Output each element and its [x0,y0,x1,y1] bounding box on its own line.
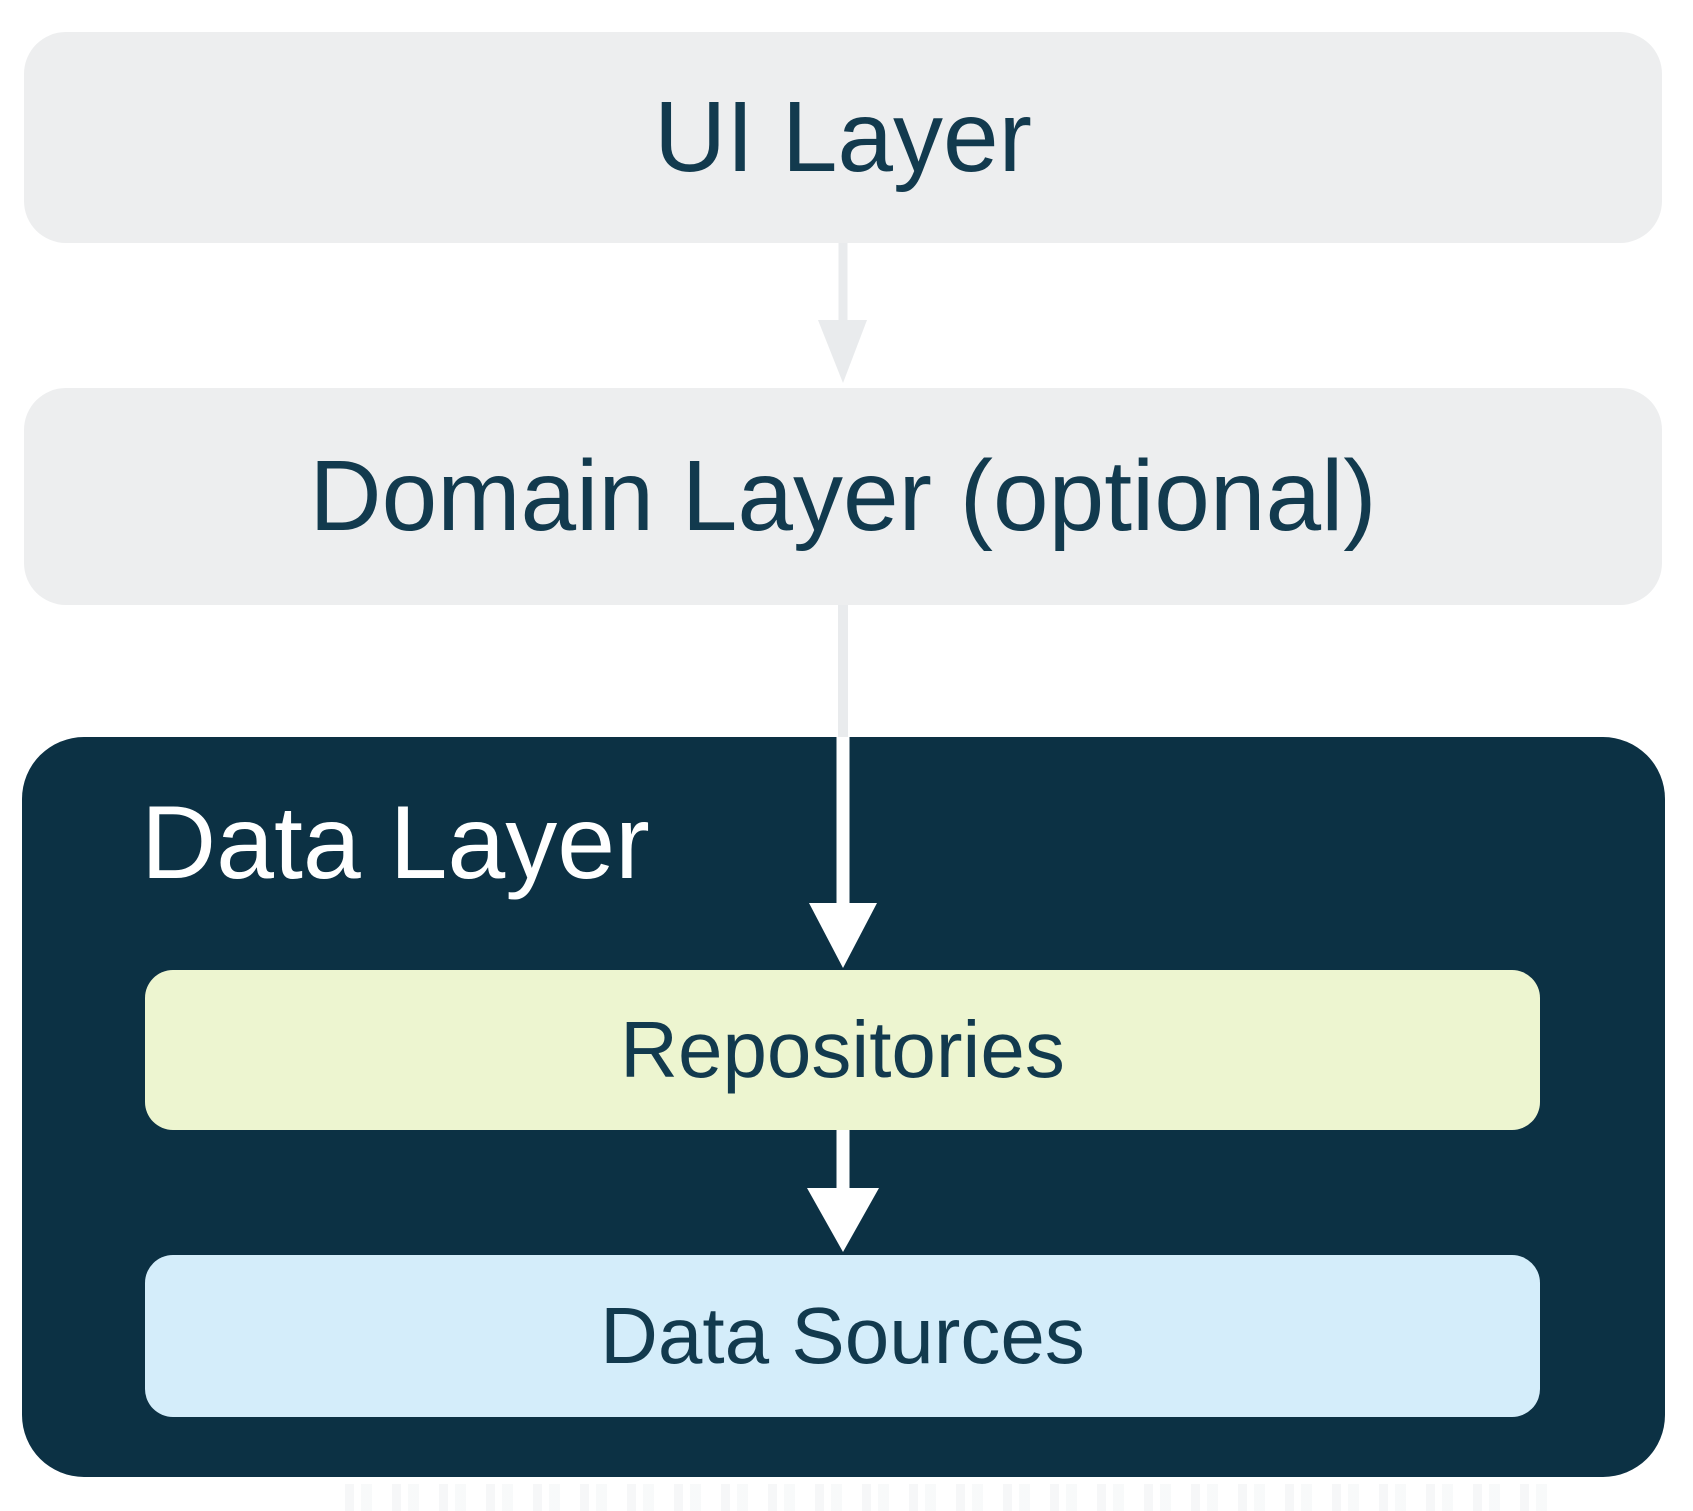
ui-layer-box: UI Layer [24,32,1662,243]
domain-layer-label: Domain Layer (optional) [309,440,1377,552]
data-sources-box: Data Sources [145,1255,1540,1417]
data-layer-label: Data Layer [141,785,650,901]
ui-layer-label: UI Layer [654,81,1032,193]
arrow-down-icon-ui-to-domain [818,243,867,383]
repositories-label: Repositories [620,1005,1065,1094]
faint-watermark-strip [345,1484,1565,1511]
data-sources-label: Data Sources [600,1291,1085,1380]
repositories-box: Repositories [145,970,1540,1130]
domain-layer-box: Domain Layer (optional) [24,388,1662,605]
